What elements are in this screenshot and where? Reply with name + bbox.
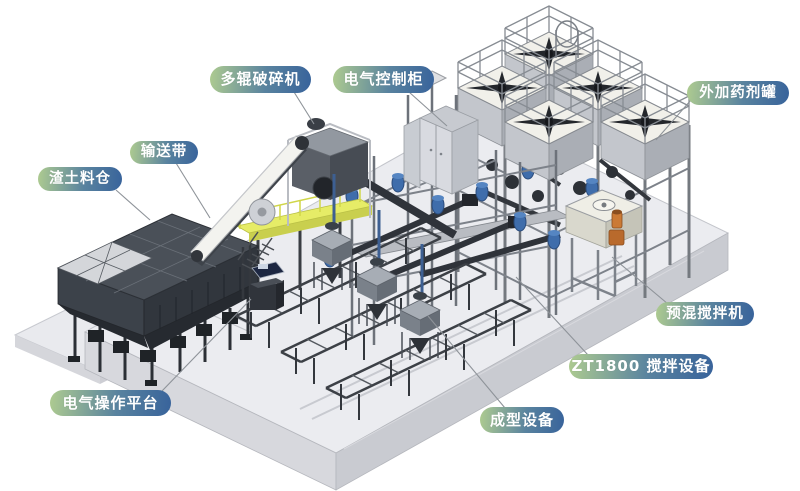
label-forming-equipment: 成型设备 [480,407,564,433]
label-electrical-control-cabinet: 电气控制柜 [333,66,434,93]
label-additive-agent-tanks: 外加药剂罐 [687,81,789,105]
operator-console [250,261,285,310]
label-muck-silo: 渣土料仓 [38,167,122,191]
label-electrical-operation-platform: 电气操作平台 [50,390,171,416]
label-conveyor-belt: 输送带 [130,141,198,164]
electrical-control-cabinet [403,105,479,195]
platform-slab [83,111,730,491]
label-multi-roller-crusher: 多辊破碎机 [210,66,311,93]
leader-lines [115,91,692,409]
muck-silo [56,213,260,386]
premix-mixer [564,189,644,300]
label-zt1800-mixing-equipment: ZT1800 搅拌设备 [569,354,713,379]
conveyor-belt [190,135,309,299]
label-premix-mixer: 预混搅拌机 [656,302,754,326]
stairs [237,231,275,271]
additive-agent-tanks [457,5,690,181]
ladder-cage [555,20,579,58]
